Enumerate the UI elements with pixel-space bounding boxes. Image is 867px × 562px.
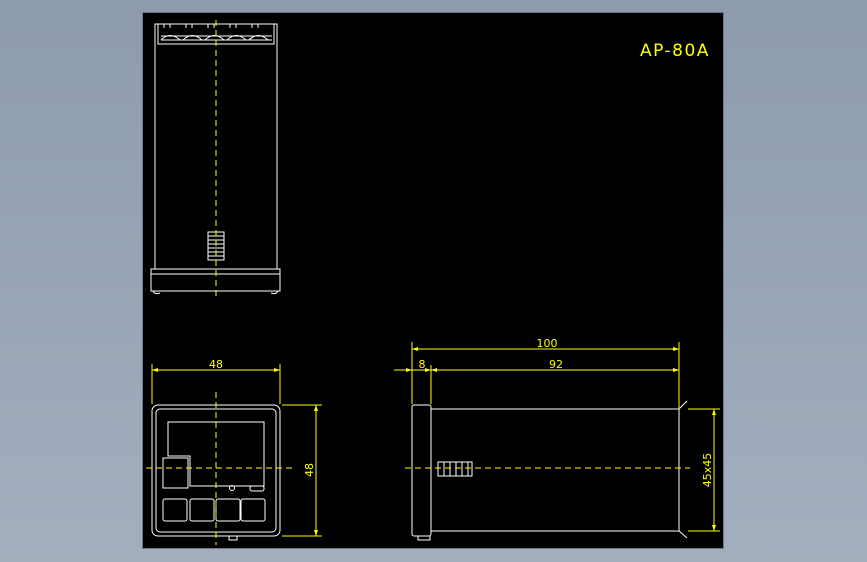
side-view: 100 8 92 45x45 <box>394 337 720 541</box>
dim-front-height-label: 48 <box>303 463 316 477</box>
key-2 <box>189 498 215 522</box>
front-view: 48 48 <box>146 358 322 545</box>
side-view-body <box>430 408 680 532</box>
side-view-rear-edge <box>678 400 688 539</box>
side-view-tab <box>417 535 431 541</box>
key-4 <box>240 498 266 522</box>
dim-depths <box>394 365 679 404</box>
dim-front-width <box>151 364 281 404</box>
key-1 <box>162 498 188 522</box>
dim-bezel-depth-label: 8 <box>419 358 426 371</box>
side-view-latch <box>437 461 473 477</box>
dim-body-depth-label: 92 <box>549 358 563 371</box>
display-window <box>167 421 265 487</box>
dim-front-height <box>282 404 322 537</box>
status-led <box>229 485 235 491</box>
canvas-border <box>142 12 724 549</box>
dim-total-length <box>411 342 680 408</box>
indicator-window <box>162 457 189 489</box>
dim-total-length-label: 100 <box>537 337 558 350</box>
key-3 <box>215 498 241 522</box>
dim-cutout-label: 45x45 <box>701 453 714 488</box>
dim-front-width-label: 48 <box>209 358 223 371</box>
front-latch-tab <box>228 535 238 541</box>
drawing-title: AP-80A <box>640 41 710 61</box>
logo-plate <box>249 485 265 492</box>
drawing-canvas <box>143 13 723 548</box>
dim-cutout <box>688 408 720 532</box>
